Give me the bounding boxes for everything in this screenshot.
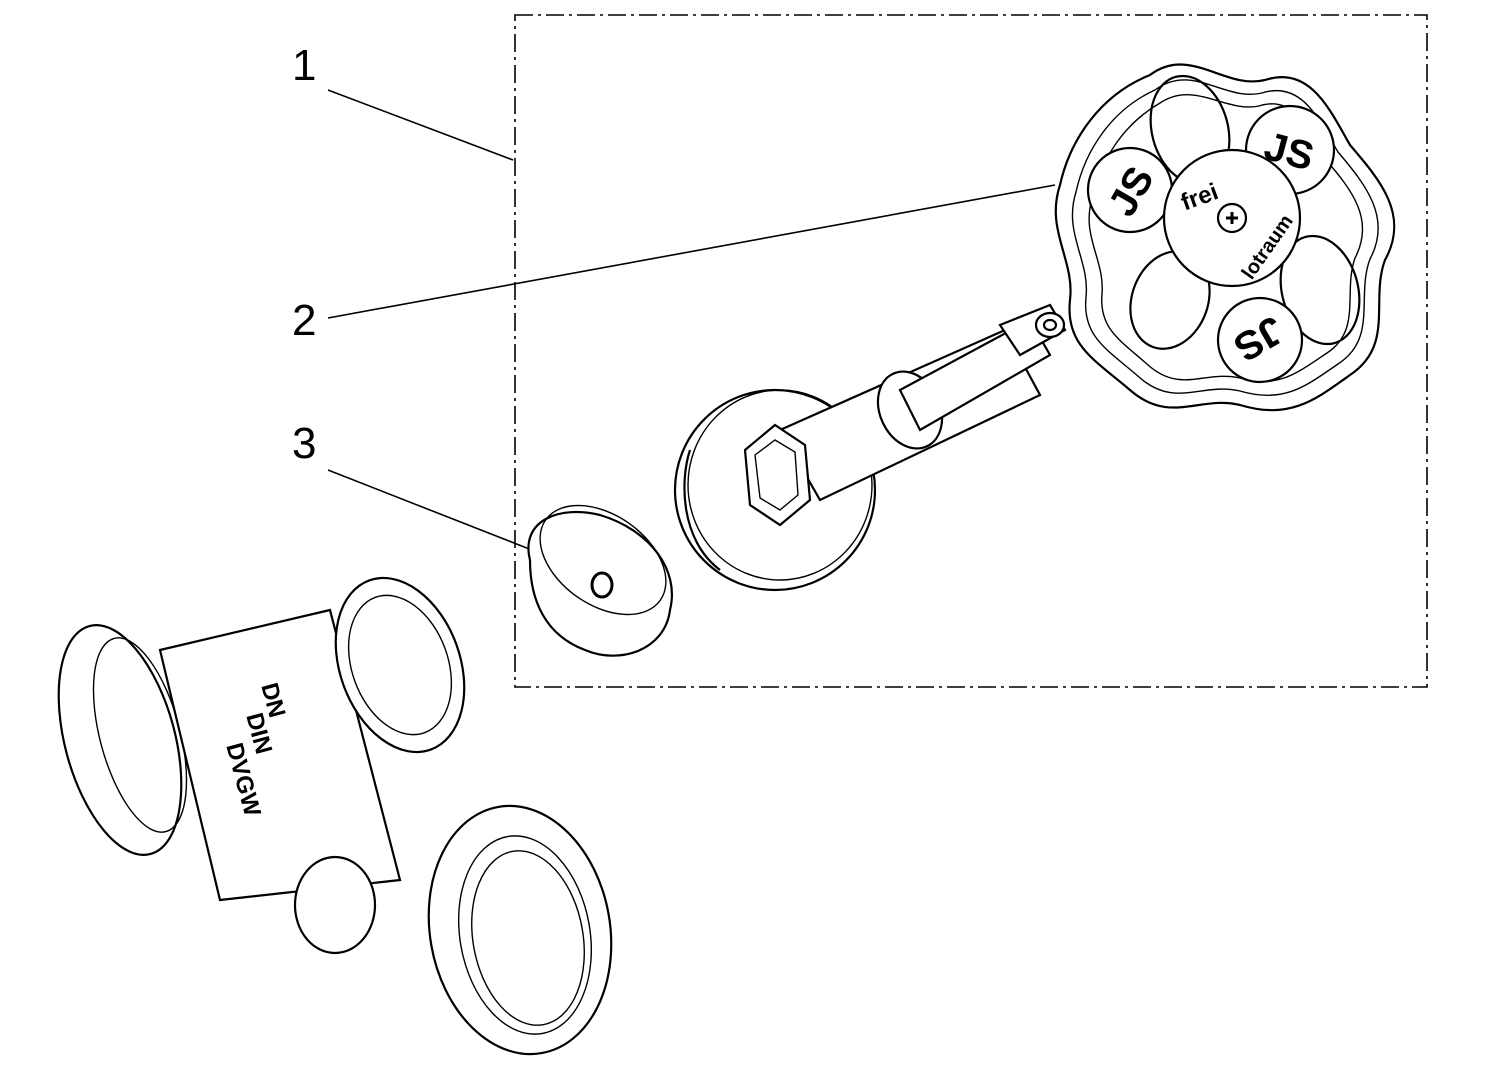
logo-medallion-left: JS [1086, 146, 1174, 234]
handwheel: JS JS JS frei lotraum [1054, 63, 1396, 412]
leader-line-3 [327, 469, 566, 564]
callout-2: 2 [292, 296, 316, 345]
valve-disc [527, 504, 673, 657]
logo-medallion-bottom: JS [1216, 296, 1304, 384]
leader-line-1 [327, 89, 514, 161]
valve-body: DN DIN DVGW [57, 576, 613, 1056]
screw-icon [1216, 202, 1248, 234]
leader-line-2 [327, 184, 1056, 319]
assembly-boundary-box [514, 14, 1428, 688]
spindle-bonnet [673, 303, 1067, 592]
callout-3: 3 [292, 419, 316, 468]
callout-1: 1 [292, 41, 316, 90]
